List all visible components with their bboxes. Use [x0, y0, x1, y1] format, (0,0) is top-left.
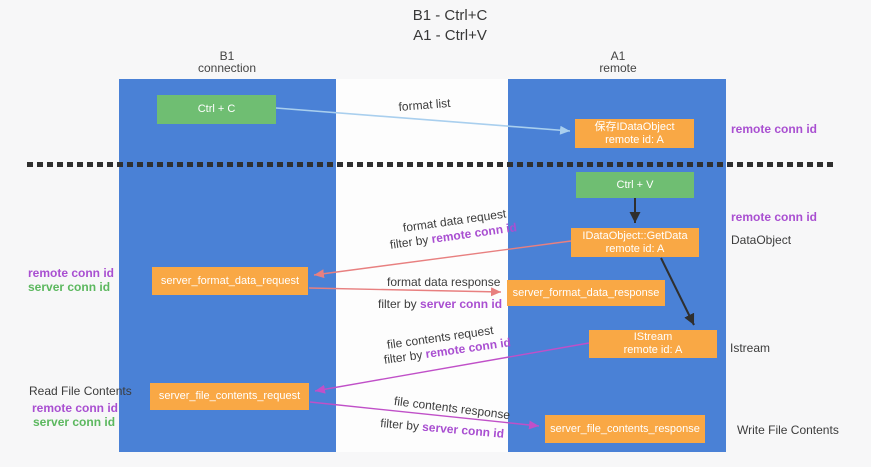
lane-header-b1: B1 connection [157, 50, 297, 74]
ctrl-v-label: Ctrl + V [616, 178, 654, 191]
server-file-contents-request-label: server_file_contents_request [158, 390, 301, 402]
getdata-line1: IDataObject::GetData [582, 229, 688, 242]
getdata-line2: remote id: A [605, 242, 665, 255]
server-conn-id-annotation-read: server conn id [33, 415, 116, 429]
server-file-contents-request-node: server_file_contents_request [150, 383, 309, 410]
diagram-title: B1 - Ctrl+C A1 - Ctrl+V [320, 6, 580, 46]
ctrl-c-node: Ctrl + C [157, 95, 276, 124]
lane-header-a1: A1 remote [548, 50, 688, 74]
server-conn-id-key: server conn id [420, 297, 503, 311]
lane-a1-subtitle: remote [599, 61, 637, 75]
server-format-data-response-label: server_format_data_response [512, 286, 660, 299]
save-idataobject-line1: 保存IDataObject [594, 120, 675, 133]
format-data-response-filter-label: filter by server conn id [378, 297, 502, 311]
server-format-data-request-label: server_format_data_request [160, 274, 300, 287]
lane-b1-subtitle: connection [197, 61, 257, 75]
remote-conn-id-annotation-left: remote conn id [28, 266, 115, 280]
write-file-contents-annotation: Write File Contents [737, 423, 839, 437]
remote-conn-id-annotation-mid-right: remote conn id [731, 210, 818, 224]
server-file-contents-response-label: server_file_contents_response [550, 422, 700, 435]
file-contents-response-arrow [309, 401, 540, 430]
save-idataobject-line2: remote id: A [605, 133, 664, 146]
format-list-arrow [275, 107, 571, 135]
format-data-request-arrow [313, 240, 572, 279]
file-contents-request-arrow [314, 342, 590, 394]
istream-line1: IStream [633, 331, 673, 343]
ctrl-v-node: Ctrl + V [576, 172, 694, 198]
istream-node: IStream remote id: A [589, 330, 717, 358]
getdata-to-istream-arrow [660, 257, 695, 326]
format-data-response-arrow [308, 287, 502, 297]
phase-divider-dashed-line [27, 162, 833, 167]
server-format-data-request-node: server_format_data_request [152, 267, 308, 295]
remote-conn-id-annotation-read: remote conn id [32, 401, 119, 415]
lane-gap-band [336, 79, 508, 452]
title-line-2: A1 - Ctrl+V [413, 27, 487, 44]
lane-a1-title: A1 [610, 49, 626, 63]
save-idataobject-node: 保存IDataObject remote id: A [575, 119, 694, 148]
ctrl-c-label: Ctrl + C [197, 103, 236, 115]
server-file-contents-response-node: server_file_contents_response [545, 415, 705, 443]
istream-line2: remote id: A [623, 344, 683, 356]
filter-by-text: filter by [378, 297, 421, 311]
server-conn-id-annotation-left: server conn id [28, 280, 111, 294]
format-data-response-label: format data response [387, 275, 501, 289]
idataobject-getdata-node: IDataObject::GetData remote id: A [571, 228, 699, 257]
read-file-contents-annotation: Read File Contents [29, 384, 132, 398]
dataobject-annotation: DataObject [731, 233, 792, 247]
remote-conn-id-annotation-top-right: remote conn id [731, 122, 818, 136]
lane-b1-title: B1 [219, 49, 235, 63]
server-format-data-response-node: server_format_data_response [507, 280, 665, 306]
title-line-1: B1 - Ctrl+C [412, 7, 488, 24]
istream-annotation: Istream [730, 341, 771, 355]
